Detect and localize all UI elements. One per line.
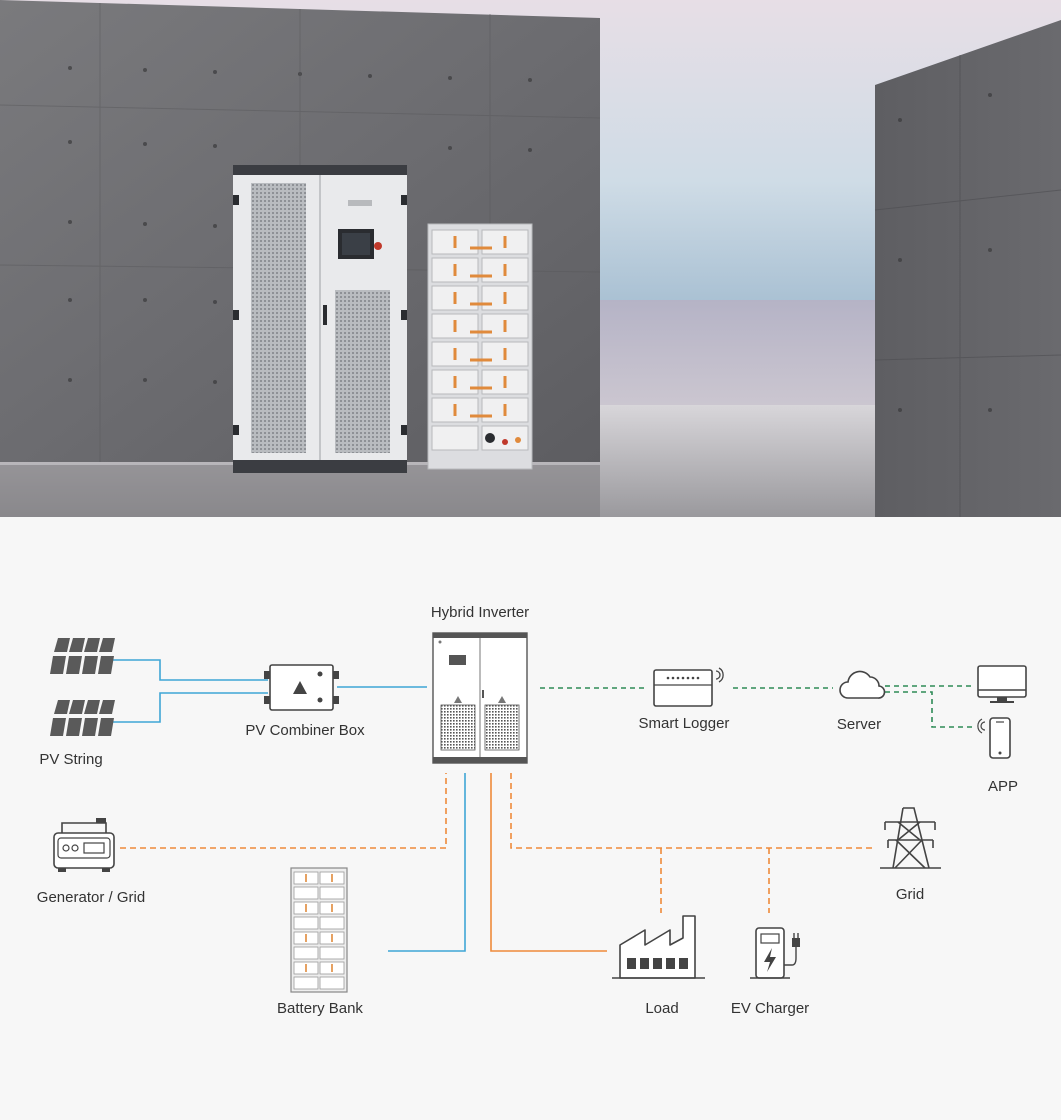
generator-grid-node: Generator / Grid <box>37 818 145 906</box>
battery-bank-label: Battery Bank <box>277 1000 363 1017</box>
ev-charger-icon <box>750 927 800 979</box>
generator-grid-label: Generator / Grid <box>37 889 145 906</box>
dc-line-battery-inverter <box>388 773 466 952</box>
dc-line-pv-lower <box>112 692 268 723</box>
server-node: Server <box>837 670 886 733</box>
power-pylon-icon <box>880 807 941 869</box>
ac-dashed-lines <box>120 773 873 913</box>
combiner-box-icon <box>264 664 339 711</box>
factory-icon <box>612 915 705 979</box>
smart-logger-icon <box>653 667 724 707</box>
comm-lines <box>540 685 975 728</box>
ev-charger-node: EV Charger <box>731 927 809 1017</box>
pv-string-label: PV String <box>39 751 102 768</box>
ac-line-generator <box>120 773 447 849</box>
pv-combiner-box-node: PV Combiner Box <box>245 664 365 739</box>
dc-lines <box>112 659 466 952</box>
ev-charger-label: EV Charger <box>731 1000 809 1017</box>
battery-bank-node: Battery Bank <box>277 867 363 1017</box>
hybrid-inverter-node: Hybrid Inverter <box>431 604 529 764</box>
solar-panel-icon <box>50 700 115 736</box>
ac-line-inverter-load <box>490 773 607 952</box>
solar-panel-icon <box>50 638 115 674</box>
ac-solid-lines <box>490 773 607 952</box>
monitor-icon <box>977 665 1027 703</box>
hybrid-inverter-label: Hybrid Inverter <box>431 604 529 621</box>
inverter-cabinet-icon <box>432 632 528 764</box>
server-label: Server <box>837 716 881 733</box>
app-node: APP <box>977 665 1027 795</box>
grid-label: Grid <box>896 886 924 903</box>
dc-line-pv-upper <box>112 659 268 681</box>
load-node: Load <box>612 915 705 1017</box>
smartphone-icon <box>977 717 1011 759</box>
system-diagram: PV String PV Combiner Box Hybrid Inverte… <box>0 517 1061 1120</box>
smart-logger-node: Smart Logger <box>639 667 730 732</box>
product-photo <box>0 0 1061 517</box>
pv-string-node: PV String <box>39 638 115 768</box>
smart-logger-label: Smart Logger <box>639 715 730 732</box>
generator-icon <box>53 818 115 872</box>
battery-rack-icon <box>290 867 348 993</box>
inverter-cabinet-photo <box>233 165 407 473</box>
battery-rack-photo <box>427 223 533 470</box>
load-label: Load <box>645 1000 678 1017</box>
grid-node: Grid <box>880 807 941 903</box>
comm-line-server-app <box>885 691 975 728</box>
app-label: APP <box>988 778 1018 795</box>
cloud-icon <box>839 670 886 699</box>
ac-line-grid <box>510 773 873 849</box>
pv-combiner-box-label: PV Combiner Box <box>245 722 365 739</box>
